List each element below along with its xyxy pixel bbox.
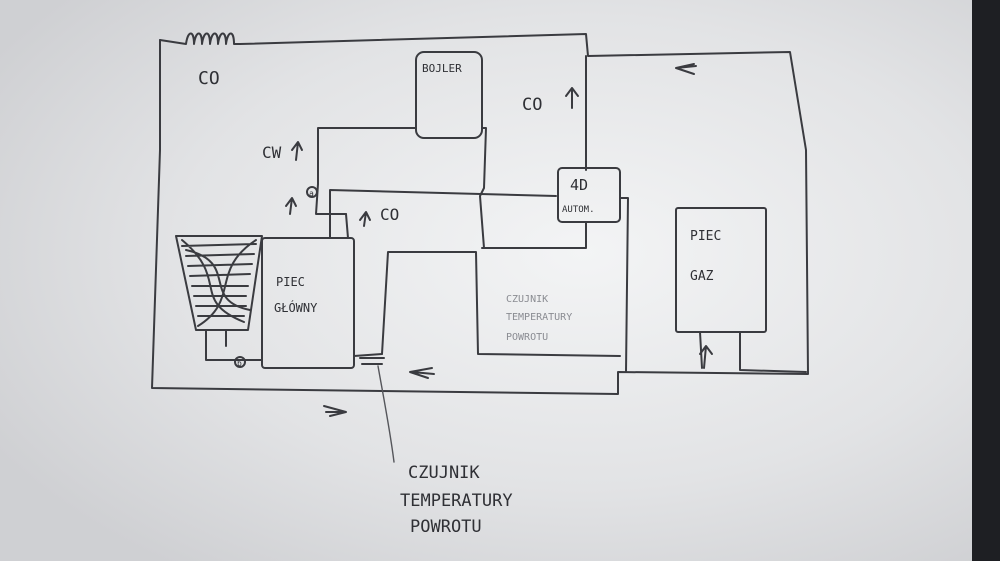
- flow-arrow-bottom: [323, 405, 347, 417]
- label-piec-glowny-1: PIEC: [276, 275, 305, 289]
- bojler-cw-pipe: [317, 127, 417, 185]
- piec-glowny: [261, 237, 355, 369]
- sensor-caption-1: CZUJNIK: [408, 463, 480, 483]
- flow-arrow-piec-up: [285, 197, 297, 215]
- table-edge: [972, 0, 1000, 561]
- temperature-sensor-mark: [359, 357, 385, 365]
- mixing-valve-4d: [557, 167, 621, 223]
- flow-arrow-cw-up: [291, 141, 303, 161]
- sensor-leader-line: [377, 365, 395, 463]
- piec-return-pipe: [353, 353, 383, 357]
- fuel-feeder: [175, 235, 263, 361]
- return-loop-pipe: [381, 251, 621, 357]
- label-piec-gaz-2: GAZ: [690, 269, 714, 284]
- bojler-tank: [415, 51, 483, 139]
- flow-arrow-return: [409, 367, 435, 379]
- faint-text-3: POWROTU: [506, 332, 548, 343]
- faint-text-2: TEMPERATURY: [506, 312, 572, 323]
- bojler-return-pipe: [479, 127, 487, 249]
- piec-flow-pipe: [329, 189, 557, 239]
- label-co-mid: CO: [380, 205, 399, 224]
- label-mixer-autom: AUTOM.: [562, 205, 595, 215]
- piec-gaz: [675, 207, 767, 333]
- label-bojler: BOJLER: [422, 62, 462, 75]
- sensor-caption-2: TEMPERATURY: [400, 491, 513, 511]
- faint-text-1: CZUJNIK: [506, 294, 548, 305]
- label-pump-a: a: [309, 189, 314, 198]
- sensor-caption-3: POWROTU: [410, 517, 482, 537]
- label-piec-gaz-1: PIEC: [690, 229, 721, 244]
- label-piec-glowny-2: GŁÓWNY: [274, 300, 318, 315]
- mixer-outlet-pipe: [481, 197, 629, 373]
- outer-loop-pipe: [151, 33, 809, 395]
- radiator-coil-icon: [159, 32, 241, 45]
- paper-sheet: [0, 0, 972, 561]
- label-pump-b: b: [237, 359, 242, 368]
- label-mixer-4d: 4D: [570, 176, 588, 194]
- label-co-up: CO: [522, 95, 542, 115]
- flow-arrow-co-mid: [359, 211, 371, 227]
- pump-b-icon: [234, 356, 246, 368]
- flow-arrow-co-up: [565, 87, 579, 109]
- label-co-top: CO: [198, 68, 220, 89]
- flow-arrow-top-right: [675, 63, 697, 75]
- piec-gaz-pipes: [699, 331, 807, 373]
- label-cw: CW: [262, 143, 282, 162]
- pump-a-stem: [315, 183, 347, 215]
- flow-arrow-gaz-up: [699, 345, 713, 369]
